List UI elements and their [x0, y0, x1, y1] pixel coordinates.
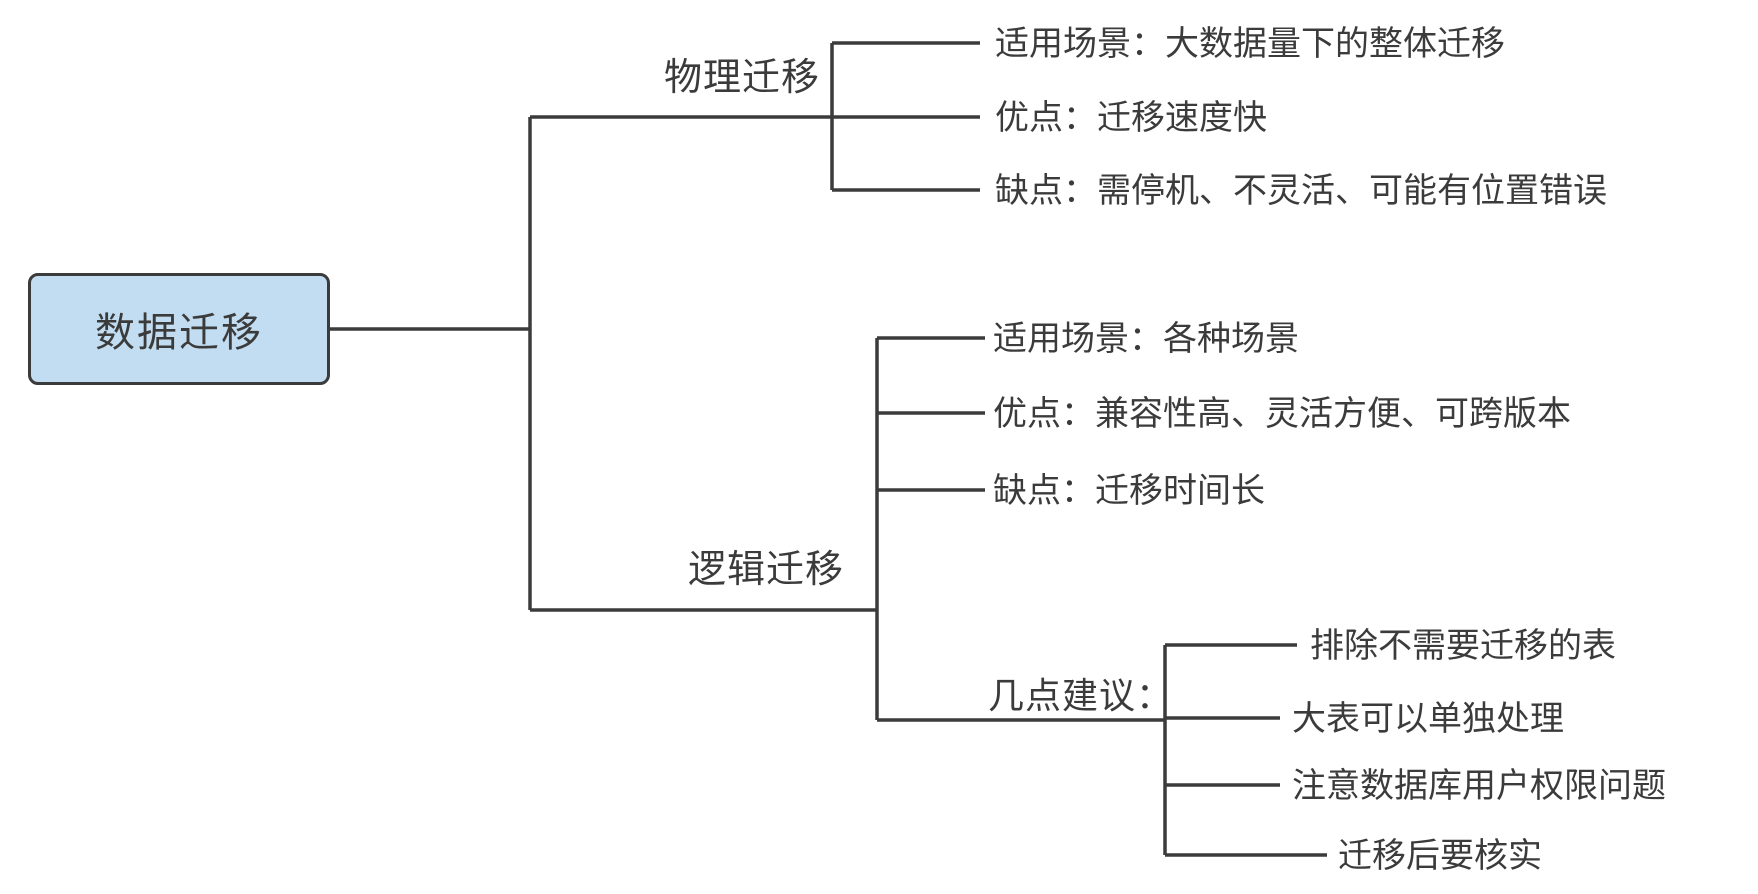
- leaf-node-physical-pros[interactable]: 优点：迁移速度快: [995, 99, 1267, 137]
- leaf-node-logical-scenario[interactable]: 适用场景：各种场景: [993, 320, 1299, 358]
- leaf-node-suggestion-big-tables[interactable]: 大表可以单独处理: [1292, 700, 1564, 738]
- leaf-node-suggestion-exclude-tables[interactable]: 排除不需要迁移的表: [1310, 627, 1616, 665]
- leaf-node-suggestion-verify-after[interactable]: 迁移后要核实: [1338, 837, 1542, 875]
- branch-node-logical-migration[interactable]: 逻辑迁移: [688, 549, 845, 591]
- leaf-node-physical-cons[interactable]: 缺点：需停机、不灵活、可能有位置错误: [995, 172, 1607, 210]
- branch-node-physical-migration[interactable]: 物理迁移: [664, 57, 821, 99]
- leaf-node-suggestion-user-permissions[interactable]: 注意数据库用户权限问题: [1292, 767, 1666, 805]
- branch-node-suggestions[interactable]: 几点建议：: [988, 675, 1174, 716]
- leaf-node-logical-cons[interactable]: 缺点：迁移时间长: [993, 472, 1265, 510]
- root-node-data-migration[interactable]: 数据迁移: [28, 273, 330, 385]
- leaf-node-physical-scenario[interactable]: 适用场景：大数据量下的整体迁移: [995, 25, 1505, 63]
- leaf-node-logical-pros[interactable]: 优点：兼容性高、灵活方便、可跨版本: [993, 395, 1571, 433]
